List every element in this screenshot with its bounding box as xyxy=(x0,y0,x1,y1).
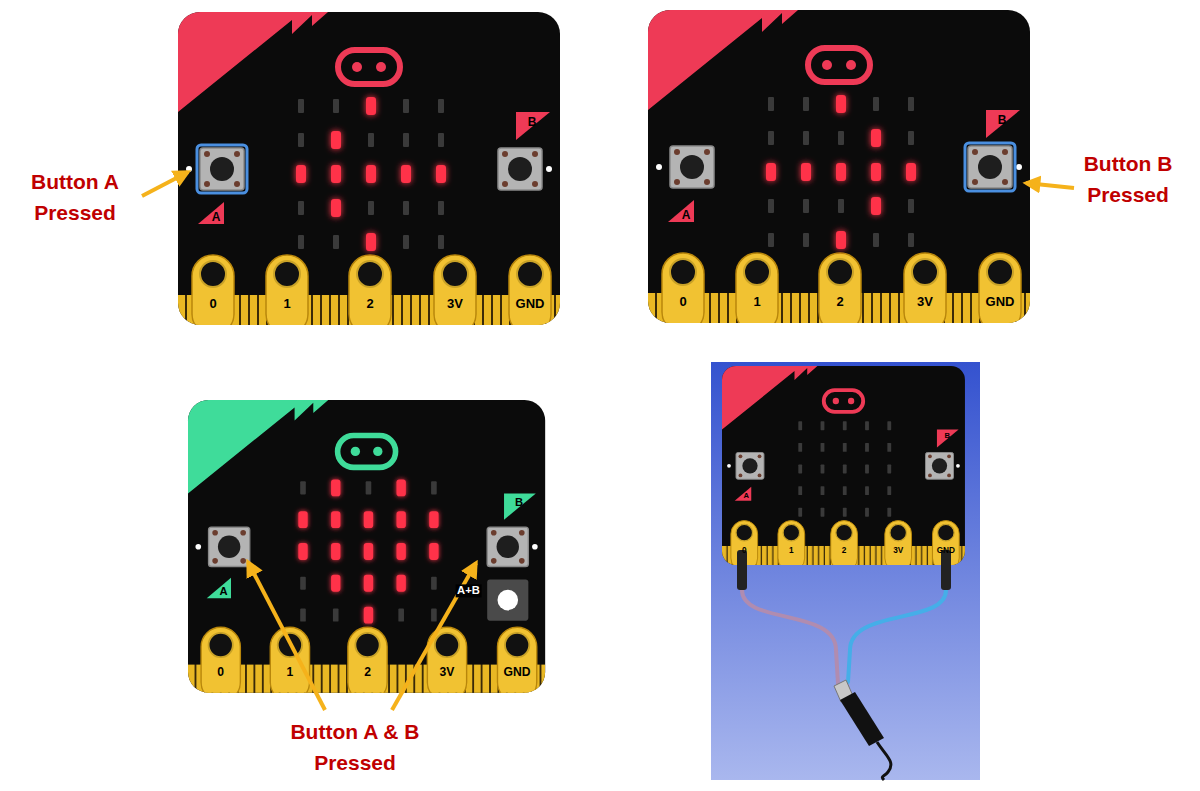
led-arrow-left xyxy=(296,97,446,251)
pin-label: 0 xyxy=(217,666,224,678)
callout-label: Button B Pressed xyxy=(1073,148,1183,210)
button-flag-label: A xyxy=(743,493,749,501)
callout-label: Button A & B Pressed xyxy=(270,716,440,778)
pin-label: 0 xyxy=(742,547,747,555)
pin-label: 2 xyxy=(366,297,373,310)
button-flag-label: B xyxy=(528,116,537,128)
pin-label: GND xyxy=(986,295,1015,308)
pin-label: 3V xyxy=(917,295,933,308)
pin-label: GND xyxy=(937,547,955,555)
button-flag-label: B xyxy=(515,497,523,508)
ab-button xyxy=(487,580,528,621)
pin-label: GND xyxy=(516,297,545,310)
board-body xyxy=(178,12,560,335)
pin-label: 2 xyxy=(364,666,371,678)
callout-label: Button A Pressed xyxy=(20,166,130,228)
button-flag-label: A xyxy=(682,209,691,221)
microbit-board xyxy=(178,12,560,335)
pin-label: 2 xyxy=(836,295,843,308)
pin-label: 0 xyxy=(209,297,216,310)
button-highlight xyxy=(965,143,1015,191)
headphone-wiring xyxy=(737,550,951,780)
button-highlight xyxy=(197,145,247,193)
board-body xyxy=(722,366,965,571)
pin-label: 1 xyxy=(789,547,794,555)
board-body xyxy=(188,400,545,702)
led-heart xyxy=(298,479,438,623)
microbit-board xyxy=(648,10,1030,333)
pin-label: 3V xyxy=(893,547,903,555)
pin-label: 3V xyxy=(447,297,463,310)
pin-label: 2 xyxy=(842,547,847,555)
button-label: A+B xyxy=(455,584,482,597)
pin-label: 1 xyxy=(753,295,760,308)
pin-label: 3V xyxy=(440,666,455,678)
board-body xyxy=(648,10,1030,333)
background-panel xyxy=(711,362,980,780)
pin-label: 1 xyxy=(287,666,294,678)
microbit-board xyxy=(188,400,545,702)
button-flag-label: A xyxy=(212,211,221,223)
pin-label: GND xyxy=(504,666,531,678)
pin-label: 0 xyxy=(679,295,686,308)
pointer-arrows xyxy=(142,172,1074,710)
button-flag-label: B xyxy=(944,432,950,440)
button-flag-label: B xyxy=(998,114,1007,126)
led-arrow-right xyxy=(766,95,916,249)
button-flag-label: A xyxy=(219,586,227,597)
pin-label: 1 xyxy=(283,297,290,310)
microbit-board xyxy=(722,366,965,571)
